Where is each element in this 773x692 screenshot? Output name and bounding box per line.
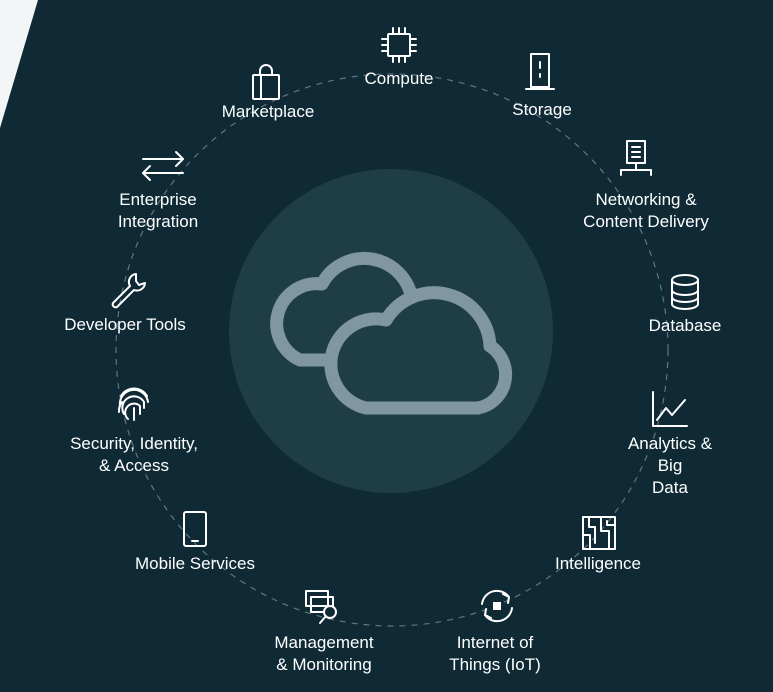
circuit-board-icon — [582, 516, 616, 550]
wrench-icon — [111, 273, 146, 309]
label-networking: Networking & Content Delivery — [583, 190, 709, 231]
network-server-icon — [620, 140, 652, 176]
storage-icon — [525, 53, 555, 90]
label-security: Security, Identity, & Access — [70, 434, 198, 475]
label-enterprise-integration: Enterprise Integration — [117, 190, 199, 231]
cloud-icon — [270, 251, 513, 415]
monitor-search-icon — [305, 590, 337, 624]
label-intelligence: Intelligence — [554, 554, 642, 573]
label-iot: Internet of Things (IoT) — [449, 633, 541, 674]
shopping-bag-icon — [252, 64, 280, 100]
label-storage: Storage — [512, 100, 572, 119]
label-analytics: Analytics & Big Data — [627, 434, 713, 497]
label-developer-tools: Developer Tools — [64, 315, 186, 334]
database-icon — [671, 274, 699, 310]
label-compute: Compute — [364, 69, 434, 88]
label-management: Management & Monitoring — [274, 633, 374, 674]
label-marketplace: Marketplace — [221, 102, 315, 121]
corner-accent — [0, 0, 38, 128]
label-mobile: Mobile Services — [135, 554, 255, 573]
refresh-chip-icon — [481, 589, 513, 623]
dashed-ring — [115, 73, 669, 627]
mobile-phone-icon — [183, 511, 207, 547]
fingerprint-icon — [117, 387, 149, 421]
label-database: Database — [648, 316, 722, 335]
arrows-exchange-icon — [142, 151, 184, 181]
line-chart-icon — [652, 391, 688, 427]
chip-icon — [381, 27, 417, 63]
